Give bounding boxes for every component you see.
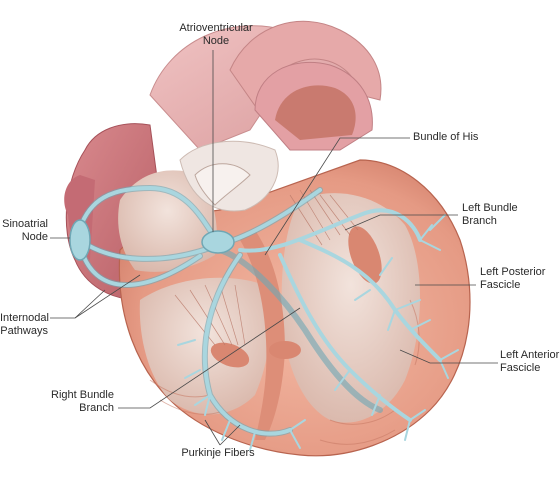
internodal-pathway-posterior bbox=[80, 250, 202, 287]
label-right-bundle-branch: Right Bundle Branch bbox=[28, 389, 114, 415]
left-anterior-fascicle-path bbox=[278, 253, 412, 422]
leader-right-bundle-branch bbox=[118, 307, 301, 409]
label-laf-line-1: Left Anterior bbox=[500, 349, 560, 361]
label-lpf-line-1: Left Posterior bbox=[480, 266, 546, 278]
left-ventricle-cavity bbox=[281, 193, 420, 423]
sinoatrial-node bbox=[69, 219, 91, 261]
left-bundle-branch-path bbox=[238, 208, 422, 253]
leader-left-anterior-fascicle bbox=[399, 349, 498, 364]
label-bundle-of-his: Bundle of His bbox=[413, 131, 478, 144]
label-laf-line-2: Fascicle bbox=[500, 362, 541, 374]
leader-lines bbox=[50, 50, 498, 446]
internodal-pathway-middle bbox=[78, 238, 212, 261]
label-bundle-of-his-text: Bundle of His bbox=[413, 131, 479, 143]
leader-purkinje-fibers-2 bbox=[219, 424, 241, 446]
papillary-muscle-mid bbox=[269, 341, 301, 359]
label-atrioventricular-node: Atrioventricular Node bbox=[166, 22, 266, 48]
purkinje-fiber-twigs bbox=[177, 214, 459, 451]
label-lbb-line-2: Branch bbox=[462, 215, 497, 227]
label-internodal-pathways: Internodal Pathways bbox=[0, 312, 49, 338]
heart-anatomy bbox=[64, 20, 471, 457]
label-sinoatrial-node: Sinoatrial Node bbox=[0, 218, 48, 244]
label-internodal-line-1: Internodal bbox=[0, 312, 49, 324]
label-left-bundle-branch: Left Bundle Branch bbox=[462, 202, 518, 228]
leader-purkinje-fibers bbox=[204, 419, 221, 446]
interventricular-septum bbox=[240, 230, 285, 440]
pulmonary-lumen bbox=[275, 85, 356, 140]
label-purkinje-text: Purkinje Fibers bbox=[181, 447, 255, 459]
aortic-valve bbox=[194, 163, 251, 206]
label-lpf-line-2: Fascicle bbox=[480, 279, 521, 291]
conduction-system bbox=[69, 185, 459, 451]
leader-left-bundle-branch bbox=[344, 214, 458, 231]
label-sa-node-line-1: Sinoatrial bbox=[2, 218, 48, 230]
label-av-node-line-1: Atrioventricular bbox=[179, 22, 253, 34]
left-posterior-fascicle-path bbox=[298, 238, 442, 362]
leader-internodal-pathways-2 bbox=[74, 274, 141, 319]
label-left-anterior-fascicle: Left Anterior Fascicle bbox=[500, 349, 559, 375]
label-rbb-line-2: Branch bbox=[79, 402, 114, 414]
label-av-node-line-2: Node bbox=[202, 35, 230, 47]
internodal-pathway-anterior bbox=[78, 186, 217, 240]
label-left-posterior-fascicle: Left Posterior Fascicle bbox=[480, 266, 545, 292]
trabeculae bbox=[149, 299, 420, 445]
label-sa-node-line-2: Node bbox=[21, 231, 48, 243]
leader-bundle-of-his bbox=[264, 137, 410, 256]
right-atrium-cavity bbox=[118, 170, 217, 272]
label-lbb-line-1: Left Bundle bbox=[462, 202, 518, 214]
label-rbb-line-1: Right Bundle bbox=[51, 389, 114, 401]
label-internodal-line-2: Pathways bbox=[0, 325, 48, 337]
label-purkinje-fibers: Purkinje Fibers bbox=[168, 447, 268, 460]
atrioventricular-node bbox=[201, 230, 235, 254]
